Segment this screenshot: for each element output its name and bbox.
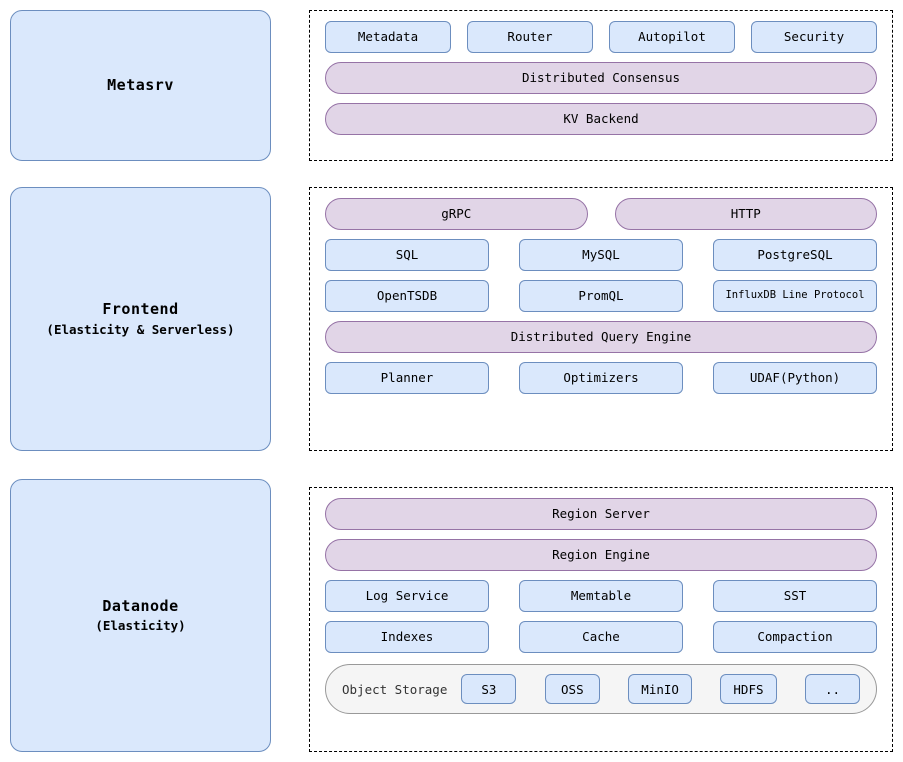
node-log-service[interactable]: Log Service	[325, 580, 489, 612]
node-row: Region Engine	[325, 539, 877, 571]
node-row: OpenTSDB PromQL InfluxDB Line Protocol	[325, 280, 877, 312]
node-postgresql[interactable]: PostgreSQL	[713, 239, 877, 271]
role-subtitle: (Elasticity & Serverless)	[46, 321, 235, 337]
role-subtitle: (Elasticity)	[95, 618, 186, 634]
object-storage-chip-list: S3 OSS MinIO HDFS ..	[461, 674, 860, 704]
node-router[interactable]: Router	[467, 21, 593, 53]
role-panel-datanode: Datanode (Elasticity)	[10, 479, 271, 752]
node-mysql[interactable]: MySQL	[519, 239, 683, 271]
chip-minio[interactable]: MinIO	[628, 674, 692, 704]
group-frontend: gRPC HTTP SQL MySQL PostgreSQL OpenTSDB …	[309, 187, 893, 451]
node-planner[interactable]: Planner	[325, 362, 489, 394]
role-panel-frontend: Frontend (Elasticity & Serverless)	[10, 187, 271, 451]
node-row: Distributed Consensus	[325, 62, 877, 94]
node-indexes[interactable]: Indexes	[325, 621, 489, 653]
node-region-server[interactable]: Region Server	[325, 498, 877, 530]
node-row: Object Storage S3 OSS MinIO HDFS ..	[325, 664, 877, 714]
group-datanode: Region Server Region Engine Log Service …	[309, 487, 893, 752]
node-autopilot[interactable]: Autopilot	[609, 21, 735, 53]
object-storage-shelf: Object Storage S3 OSS MinIO HDFS ..	[325, 664, 877, 714]
object-storage-label: Object Storage	[342, 681, 448, 697]
node-promql[interactable]: PromQL	[519, 280, 683, 312]
node-row: Indexes Cache Compaction	[325, 621, 877, 653]
node-row: gRPC HTTP	[325, 198, 877, 230]
node-row: Planner Optimizers UDAF(Python)	[325, 362, 877, 394]
role-title: Datanode	[102, 596, 179, 615]
group-metasrv: Metadata Router Autopilot Security Distr…	[309, 10, 893, 161]
chip-s3[interactable]: S3	[461, 674, 517, 704]
node-row: SQL MySQL PostgreSQL	[325, 239, 877, 271]
node-compaction[interactable]: Compaction	[713, 621, 877, 653]
node-cache[interactable]: Cache	[519, 621, 683, 653]
role-panel-metasrv: Metasrv	[10, 10, 271, 161]
node-sst[interactable]: SST	[713, 580, 877, 612]
node-distributed-consensus[interactable]: Distributed Consensus	[325, 62, 877, 94]
node-row: Log Service Memtable SST	[325, 580, 877, 612]
node-sql[interactable]: SQL	[325, 239, 489, 271]
node-row: Region Server	[325, 498, 877, 530]
chip-oss[interactable]: OSS	[544, 674, 600, 704]
node-region-engine[interactable]: Region Engine	[325, 539, 877, 571]
node-row: KV Backend	[325, 103, 877, 135]
node-optimizers[interactable]: Optimizers	[519, 362, 683, 394]
node-http[interactable]: HTTP	[614, 198, 877, 230]
node-opentsdb[interactable]: OpenTSDB	[325, 280, 489, 312]
chip-hdfs[interactable]: HDFS	[720, 674, 777, 704]
node-metadata[interactable]: Metadata	[325, 21, 451, 53]
node-influxdb-line-protocol[interactable]: InfluxDB Line Protocol	[713, 280, 877, 312]
role-title: Frontend	[102, 300, 179, 319]
node-security[interactable]: Security	[751, 21, 877, 53]
node-row: Metadata Router Autopilot Security	[325, 21, 877, 53]
node-grpc[interactable]: gRPC	[325, 198, 588, 230]
node-kv-backend[interactable]: KV Backend	[325, 103, 877, 135]
node-row: Distributed Query Engine	[325, 321, 877, 353]
role-title: Metasrv	[107, 75, 174, 94]
node-distributed-query-engine[interactable]: Distributed Query Engine	[325, 321, 877, 353]
node-memtable[interactable]: Memtable	[519, 580, 683, 612]
node-udaf-python[interactable]: UDAF(Python)	[713, 362, 877, 394]
chip-more[interactable]: ..	[804, 674, 860, 704]
